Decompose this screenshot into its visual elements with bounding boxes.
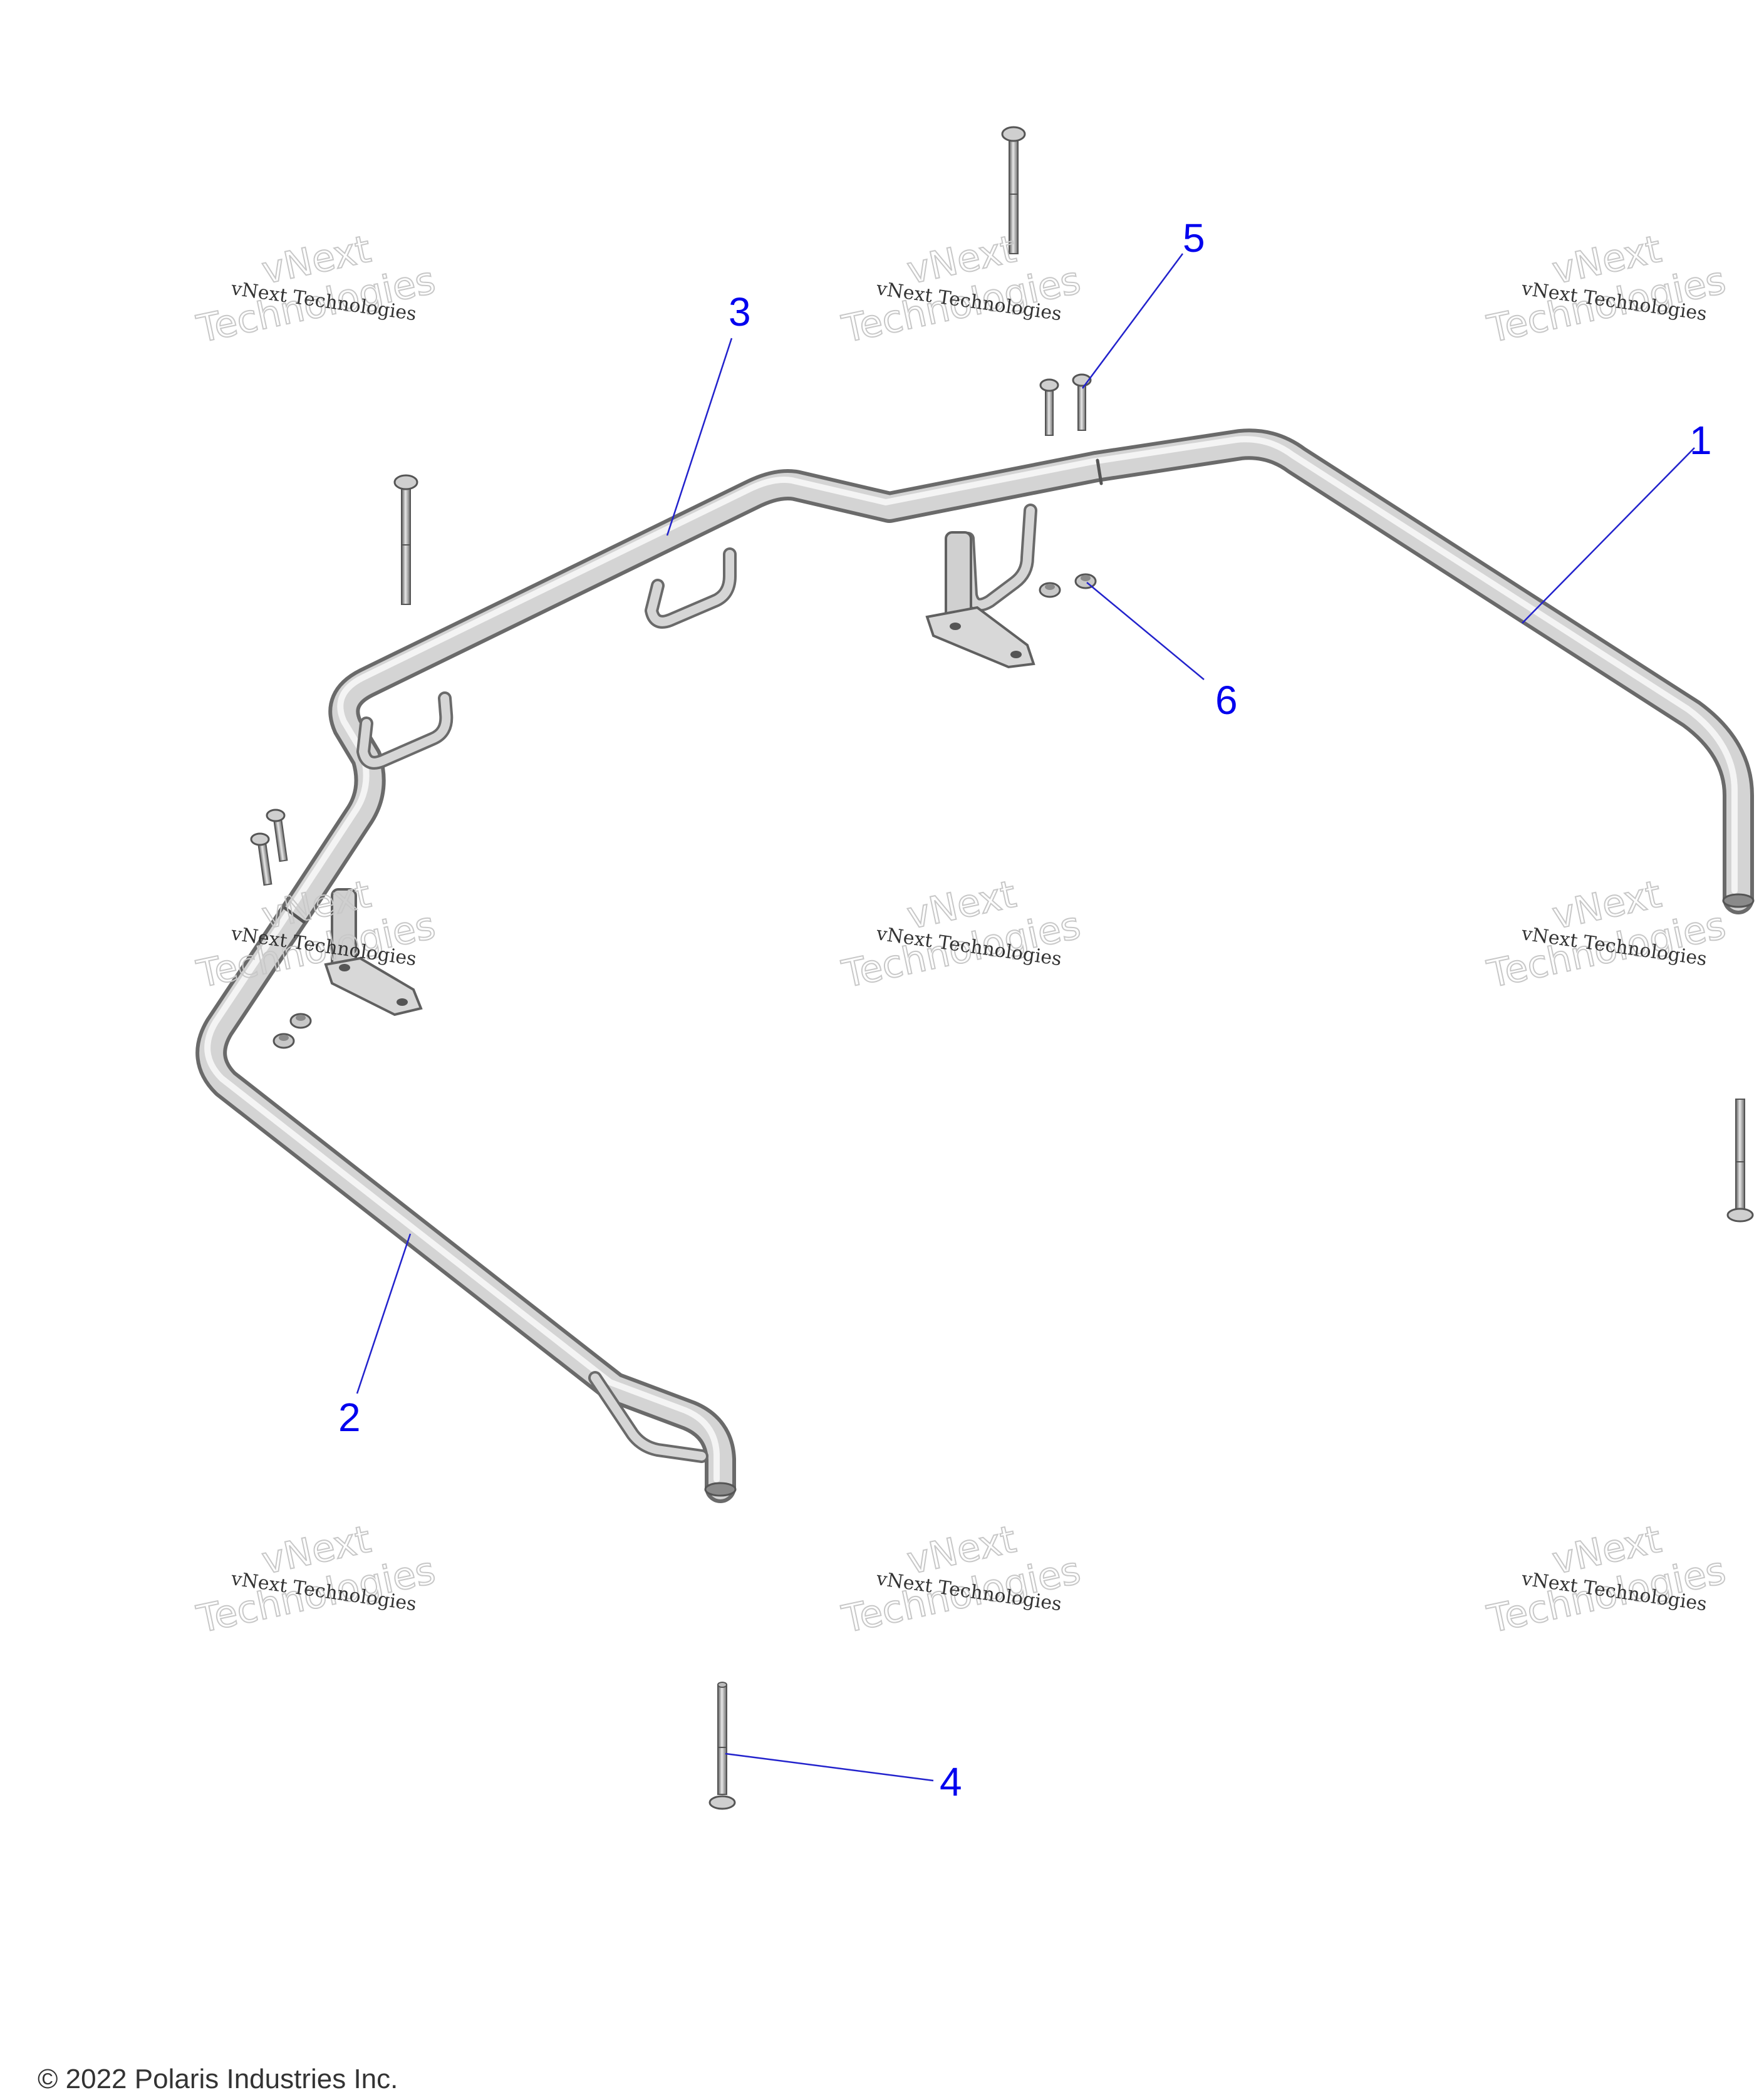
flange-nut-pair-right xyxy=(1039,573,1097,598)
tube-end-left xyxy=(704,1482,737,1497)
callouts: 1 2 3 4 5 6 xyxy=(338,215,1712,1804)
long-bolt-bottom xyxy=(708,1682,736,1810)
watermark: vNext Technologies xyxy=(192,227,440,353)
leader-line-1 xyxy=(1522,447,1695,624)
tube-joint-left xyxy=(283,906,306,924)
long-bolt-upper-left xyxy=(393,474,418,605)
grab-handles xyxy=(356,504,1037,1463)
mount-bracket-left xyxy=(324,888,423,1016)
short-bolt-pair-left xyxy=(250,809,288,886)
leader-lines xyxy=(356,253,1695,1782)
callout-5: 5 xyxy=(1183,215,1205,261)
callout-4: 4 xyxy=(940,1759,962,1804)
tube-assembly xyxy=(195,428,1755,1503)
short-bolt-pair-top xyxy=(1039,373,1092,436)
callout-1: 1 xyxy=(1689,418,1712,463)
copyright-footer: © 2022 Polaris Industries Inc. xyxy=(38,2064,398,2094)
long-bolt-right xyxy=(1726,1099,1754,1223)
tube-joint-right xyxy=(1096,458,1103,485)
callout-6: 6 xyxy=(1215,678,1238,723)
leader-line-5 xyxy=(1081,253,1184,389)
callout-3: 3 xyxy=(729,289,751,334)
leader-line-3 xyxy=(666,338,733,536)
tube-end-right xyxy=(1722,893,1755,908)
flange-nut-pair-left xyxy=(272,1013,312,1049)
callout-2: 2 xyxy=(338,1395,361,1440)
leader-line-4 xyxy=(725,1752,934,1782)
mount-bracket-right xyxy=(925,531,1035,669)
long-bolt-top xyxy=(1001,126,1026,254)
leader-line-6 xyxy=(1086,582,1205,680)
watermarks: vNext Technologies vNext Technologies vN… xyxy=(192,227,1730,1643)
leader-line-2 xyxy=(356,1233,412,1394)
